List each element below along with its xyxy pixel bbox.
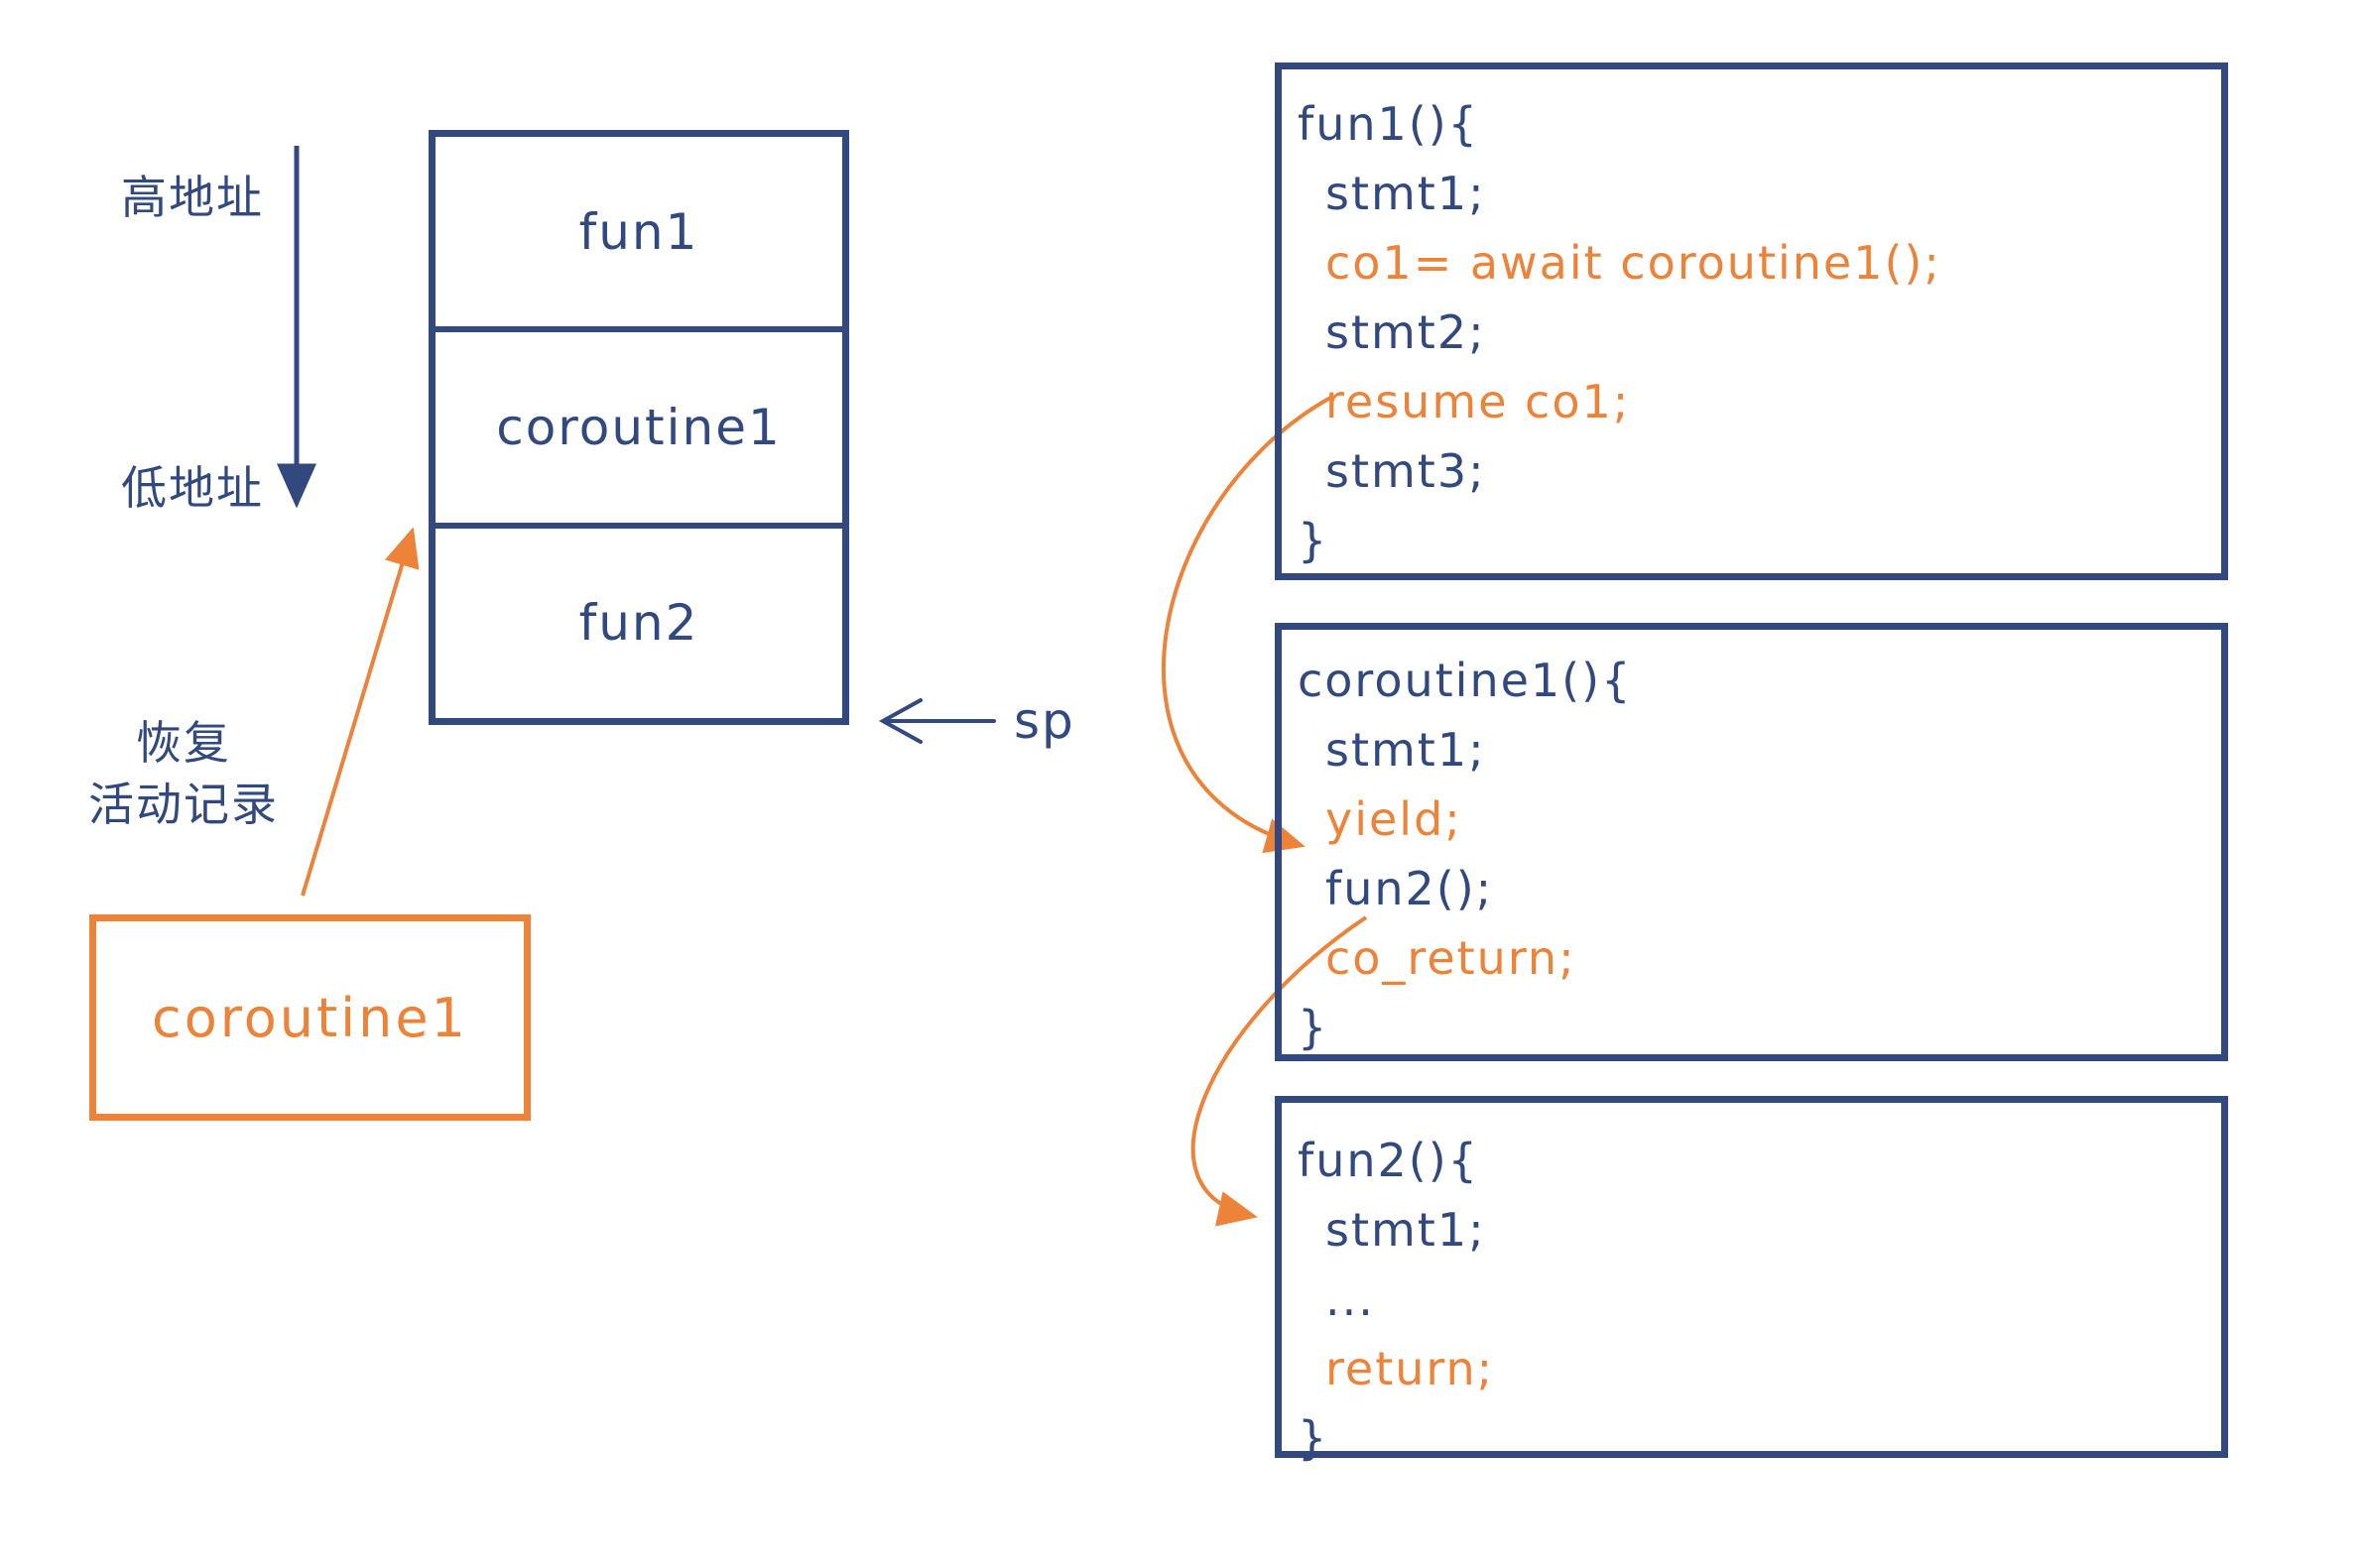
code-line: } bbox=[1298, 514, 1329, 567]
code-line: yield; bbox=[1325, 792, 1462, 846]
sp-arrow bbox=[878, 698, 996, 744]
code-line: stmt1; bbox=[1325, 1203, 1486, 1257]
code-line: stmt1; bbox=[1325, 167, 1486, 220]
code-line: co_return; bbox=[1325, 931, 1576, 985]
code-line: stmt1; bbox=[1325, 723, 1486, 777]
stack-frame-fun2: fun2 bbox=[578, 594, 699, 653]
code-line: co1= await coroutine1(); bbox=[1325, 236, 1941, 290]
restore-activation-line1: 恢复 bbox=[136, 716, 231, 770]
code-line: return; bbox=[1325, 1342, 1495, 1395]
stack-frame-fun1: fun1 bbox=[436, 137, 842, 333]
code-block-fun2: fun2(){ stmt1; ... return; } bbox=[1275, 1096, 2228, 1465]
restore-activation-label: 恢复 活动记录 bbox=[69, 712, 298, 835]
restore-activation-arrow bbox=[301, 527, 420, 897]
code-line: } bbox=[1298, 1001, 1329, 1054]
code-block-fun1: fun1(){ stmt1; co1= await coroutine1(); … bbox=[1275, 62, 2228, 580]
high-address-label: 高地址 bbox=[121, 171, 264, 224]
code-line: fun2(){ bbox=[1298, 1134, 1479, 1187]
code-line: fun1(){ bbox=[1298, 97, 1479, 151]
code-line: ... bbox=[1325, 1272, 1375, 1326]
sp-label: sp bbox=[1014, 692, 1075, 750]
low-address-label: 低地址 bbox=[121, 461, 264, 515]
coroutine-frame-box: coroutine1 bbox=[89, 914, 531, 1121]
code-line: stmt2; bbox=[1325, 305, 1486, 359]
restore-activation-line2: 活动记录 bbox=[88, 778, 279, 831]
code-block-coroutine1: coroutine1(){ stmt1; yield; fun2(); co_r… bbox=[1275, 623, 2228, 1061]
code-line: } bbox=[1298, 1411, 1329, 1465]
code-line: resume co1; bbox=[1325, 375, 1631, 428]
stack-frame-coroutine1: coroutine1 bbox=[436, 332, 842, 529]
code-line: stmt3; bbox=[1325, 444, 1486, 498]
code-line: fun2(); bbox=[1325, 862, 1494, 915]
code-line: coroutine1(){ bbox=[1298, 654, 1633, 707]
call-stack-box: fun1 coroutine1 fun2 bbox=[429, 130, 849, 725]
coroutine-frame-label: coroutine1 bbox=[152, 986, 468, 1049]
